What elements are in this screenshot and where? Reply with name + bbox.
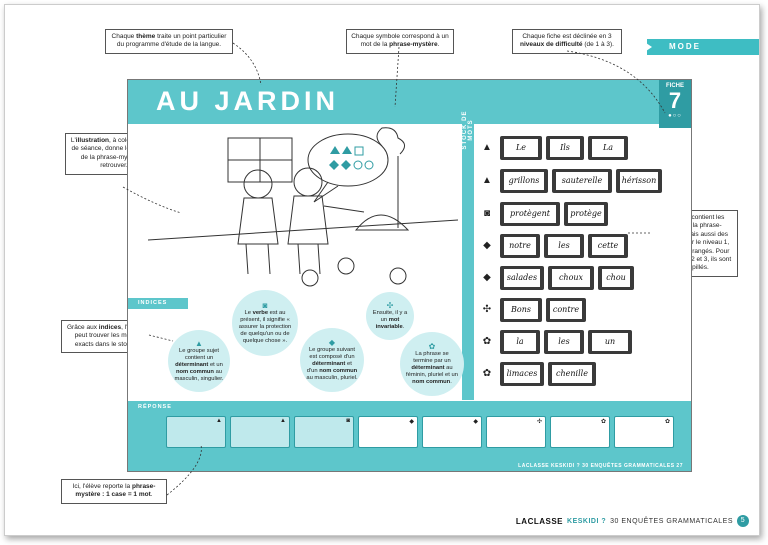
word-card[interactable]: notre bbox=[500, 234, 540, 258]
dotted-square-icon: ✣ bbox=[482, 304, 492, 315]
fiche-badge: FICHE 7 ●○○ bbox=[659, 80, 691, 128]
dotted-circle-icon: ✿ bbox=[482, 368, 492, 379]
clue-2: ◙ Le verbe est au présent, il signifie «… bbox=[232, 290, 298, 356]
word-card[interactable]: protège bbox=[564, 202, 608, 226]
stock-band: STOCK DE MOTS bbox=[462, 80, 474, 400]
hedgehog-house bbox=[354, 214, 410, 231]
clue-5: ✿ La phrase se termine par un déterminan… bbox=[400, 332, 464, 396]
mode-emploi-label: MODE D'EMPLOI bbox=[669, 42, 724, 67]
triangle-icon: ▲ bbox=[216, 418, 222, 424]
dotted-circle-icon: ✿ bbox=[428, 341, 436, 351]
word-card[interactable]: les bbox=[544, 330, 584, 354]
arrow-icon bbox=[646, 43, 652, 51]
diamond-icon: ◆ bbox=[483, 272, 491, 283]
garden-illustration bbox=[148, 127, 458, 287]
dotted-circle-icon: ✿ bbox=[482, 336, 492, 347]
collection-subtitle: 30 ENQUÊTES GRAMMATICALES bbox=[610, 517, 733, 525]
triangle-icon: ▲ bbox=[482, 175, 492, 186]
answer-box[interactable]: ✿ bbox=[550, 416, 610, 448]
word-card[interactable]: sauterelle bbox=[552, 169, 612, 193]
answer-box[interactable]: ◆ bbox=[358, 416, 418, 448]
square-icon: ◙ bbox=[262, 300, 268, 310]
callout-reponse: Ici, l'élève reporte la phrase-mystère :… bbox=[61, 479, 167, 504]
answer-box[interactable]: ✣ bbox=[486, 416, 546, 448]
answer-box[interactable]: ◆ bbox=[422, 416, 482, 448]
page-number: 5 bbox=[737, 515, 749, 527]
word-card[interactable]: Ils bbox=[546, 136, 584, 160]
callout-arrows bbox=[122, 42, 666, 496]
clue-4: ✣ Ensuite, il y a un mot invariable. bbox=[366, 292, 414, 340]
word-card[interactable]: limaces bbox=[500, 362, 544, 386]
dotted-square-icon: ✣ bbox=[386, 300, 394, 310]
page: MODE D'EMPLOI Chaque thème traite un poi… bbox=[4, 4, 760, 536]
brand-logo: LACLASSE bbox=[515, 516, 564, 526]
speech-bubble bbox=[307, 133, 389, 187]
word-card[interactable]: La bbox=[588, 136, 628, 160]
clue-3: ◆ Le groupe suivant est composé d'un dét… bbox=[300, 328, 364, 392]
fiche-level-dots: ●○○ bbox=[668, 113, 682, 119]
dotted-circle-icon: ✿ bbox=[664, 419, 670, 425]
reponse-label: RÉPONSE bbox=[138, 404, 172, 410]
dotted-circle-icon: ✿ bbox=[600, 419, 606, 425]
lettuce-1 bbox=[301, 269, 319, 287]
sheet-header: AU JARDIN bbox=[128, 80, 691, 124]
indices-label: INDICES bbox=[128, 298, 188, 309]
lettuce-3 bbox=[389, 267, 407, 285]
word-card[interactable]: un bbox=[588, 330, 632, 354]
diamond-icon bbox=[341, 160, 351, 170]
word-card[interactable]: salades bbox=[500, 266, 544, 290]
answer-box[interactable]: ✿ bbox=[614, 416, 674, 448]
sheet-footer: LACLASSE KESKIDI ? 30 ENQUÊTES GRAMMATIC… bbox=[518, 463, 683, 469]
collection-name: KESKIDI ? bbox=[567, 517, 607, 525]
answer-box[interactable]: ▲ bbox=[166, 416, 226, 448]
sheet-title: AU JARDIN bbox=[156, 86, 340, 116]
word-card[interactable]: grillons bbox=[500, 169, 548, 193]
word-card[interactable]: Le bbox=[500, 136, 542, 160]
dotted-square-icon: ✣ bbox=[536, 419, 542, 425]
fiche-label: FICHE bbox=[666, 83, 684, 89]
square-icon: ◙ bbox=[346, 418, 350, 424]
word-card[interactable]: choux bbox=[548, 266, 594, 290]
callout-symbole: Chaque symbole correspond à un mot de la… bbox=[346, 29, 454, 54]
word-card[interactable]: contre bbox=[546, 298, 586, 322]
word-card[interactable]: protègent bbox=[500, 202, 560, 226]
fiche-number: 7 bbox=[668, 88, 682, 113]
clue-1: ▲ Le groupe sujet contient un déterminan… bbox=[168, 330, 230, 392]
square-icon: ◙ bbox=[483, 208, 491, 219]
page-footer: LACLASSE KESKIDI ? 30 ENQUÊTES GRAMMATIC… bbox=[516, 515, 749, 527]
diamond-icon bbox=[329, 160, 339, 170]
mode-emploi-tab: MODE D'EMPLOI bbox=[646, 39, 759, 67]
word-card[interactable]: chou bbox=[598, 266, 634, 290]
triangle-icon bbox=[330, 146, 340, 154]
triangle-icon: ▲ bbox=[280, 418, 286, 424]
word-card[interactable]: la bbox=[500, 330, 540, 354]
answer-box[interactable]: ◙ bbox=[294, 416, 354, 448]
triangle-icon bbox=[342, 146, 352, 154]
word-card[interactable]: Bons bbox=[500, 298, 542, 322]
diamond-icon: ◆ bbox=[483, 240, 491, 251]
word-card[interactable]: chenille bbox=[548, 362, 596, 386]
callout-theme: Chaque thème traite un point particulier… bbox=[105, 29, 233, 54]
answer-box[interactable]: ▲ bbox=[230, 416, 290, 448]
diamond-icon: ◆ bbox=[409, 419, 414, 425]
word-card[interactable]: les bbox=[544, 234, 584, 258]
reponse-band: RÉPONSE ▲ ▲ ◙ ◆ ◆ ✣ ✿ ✿ LACLASSE KESKIDI… bbox=[128, 401, 691, 471]
diamond-icon: ◆ bbox=[473, 419, 478, 425]
word-card[interactable]: cette bbox=[588, 234, 628, 258]
dotted-circle-icon bbox=[364, 160, 374, 170]
word-card[interactable]: hérisson bbox=[616, 169, 662, 193]
tree-illustration bbox=[376, 127, 405, 228]
triangle-icon: ▲ bbox=[195, 338, 203, 348]
lettuce-2 bbox=[337, 257, 355, 275]
diamond-icon: ◆ bbox=[328, 337, 336, 347]
worksheet: AU JARDIN FICHE 7 ●○○ STOCK DE MOTS bbox=[127, 79, 692, 472]
triangle-icon: ▲ bbox=[482, 142, 492, 153]
callout-niveaux: Chaque fiche est déclinée en 3 niveaux d… bbox=[512, 29, 622, 54]
dotted-circle-icon bbox=[353, 160, 363, 170]
square-icon bbox=[354, 146, 364, 156]
